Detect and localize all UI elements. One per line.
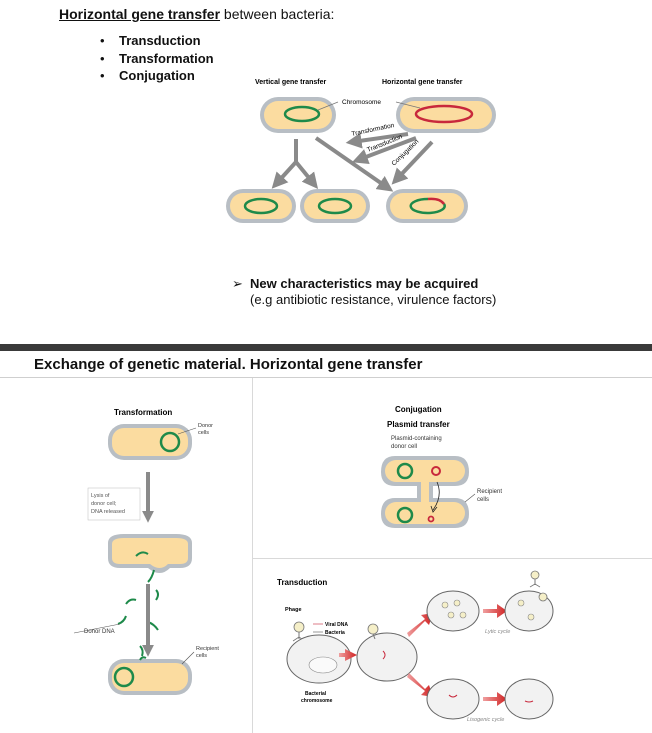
recipient-cells-label-1: Recipient (196, 646, 219, 652)
chromosome-green (396, 462, 414, 480)
note-main: New characteristics may be acquired (250, 276, 479, 291)
lysogenic-label: Lisogenic cycle (467, 717, 504, 723)
conjugation-panel: Conjugation Plasmid transfer Plasmid-con… (381, 405, 502, 528)
transformation-panel: Transformation Donor cells Lysis of dono… (73, 408, 219, 695)
chromosome-green (283, 105, 321, 123)
vertical-arrows (271, 136, 394, 192)
recipient-cell (386, 189, 468, 223)
label-horizontal: Horizontal gene transfer (382, 79, 463, 86)
label-vertical: Vertical gene transfer (255, 79, 326, 86)
donor-cell (108, 424, 192, 460)
chromosome-green (396, 506, 414, 524)
plasmid-red (427, 515, 435, 523)
list-item: Transformation (100, 50, 214, 68)
label-chromosome: Chromosome (342, 99, 381, 106)
infected-cell (356, 623, 418, 682)
note: ➢ New characteristics may be acquired (e.… (232, 276, 496, 307)
lysogenic-cell-1 (426, 678, 480, 720)
lysis-line-3: DNA released (91, 509, 125, 515)
section-rule (0, 377, 652, 378)
recipient-cells-label-2: cells (196, 653, 207, 659)
lysis-line-1: Lysis of (91, 493, 110, 499)
red-arrow (407, 673, 433, 697)
lysis-line-2: donor cell; (91, 501, 117, 507)
panel-divider (252, 378, 253, 733)
daughter-cell (300, 189, 370, 223)
plasmid-red (431, 466, 441, 476)
donor-dna-fragments (117, 589, 159, 657)
lytic-label: Lytic cycle (485, 629, 510, 635)
conjugating-cells (381, 456, 469, 528)
top-title: Horizontal gene transfer between bacteri… (59, 6, 334, 22)
divider-bar (0, 344, 652, 351)
conjugation-title: Conjugation (395, 405, 442, 414)
donor-cells-label-1: Donor (198, 423, 213, 429)
donor-cells-label-2: cells (198, 430, 209, 436)
lysogenic-cell-2 (504, 678, 554, 720)
bacteria-label: Bacteria (325, 630, 345, 636)
section-title: Exchange of genetic material. Horizontal… (34, 356, 423, 373)
conjugation-subtitle: Plasmid transfer (387, 420, 450, 429)
lysed-cell (108, 534, 192, 583)
transformation-title: Transformation (114, 408, 172, 417)
note-sub: (e.g antibiotic resistance, virulence fa… (250, 292, 497, 307)
list-item: Transduction (100, 32, 214, 50)
bacterial-chromosome-label-1: Bacterial (305, 691, 327, 697)
chromosome-red (414, 104, 474, 124)
red-arrow (339, 649, 357, 661)
list-item: Conjugation (100, 67, 214, 85)
plasmid-label-1: Plasmid-containing (391, 436, 442, 442)
recipient-label-1: Recipient (477, 489, 502, 495)
bacterial-chromosome-label-2: chromosome (301, 698, 333, 704)
parent-cell (260, 97, 336, 133)
panel-divider (253, 558, 652, 559)
host-cell (286, 634, 352, 684)
daughter-cell (226, 189, 296, 223)
arrow-bullet-icon: ➢ (232, 276, 243, 291)
recipient-label-2: cells (477, 497, 489, 503)
viral-dna-label: Viral DNA (325, 622, 348, 628)
mechanism-list: Transduction Transformation Conjugation (100, 32, 214, 85)
donor-dna-label: Donor DNA (84, 629, 115, 635)
lytic-cell-2 (504, 590, 554, 632)
phage-label: Phage (285, 607, 302, 613)
horizontal-arrows (345, 132, 434, 185)
donor-cell (396, 97, 496, 133)
transduction-panel: Transduction Phage Viral DNA Bacteria Ba… (277, 570, 554, 723)
red-arrow (483, 604, 507, 618)
transduction-title: Transduction (277, 578, 327, 587)
plasmid-label-2: donor cell (391, 444, 417, 450)
phage-icon (529, 570, 541, 588)
red-arrow (407, 613, 433, 637)
lytic-cell-1 (426, 590, 480, 632)
red-arrow (483, 692, 507, 706)
lysis-box (87, 487, 141, 521)
top-title-bold: Horizontal gene transfer (59, 6, 221, 22)
recipient-cell (108, 656, 192, 695)
top-title-rest: between bacteria: (220, 6, 335, 22)
gene-transfer-diagram: Vertical gene transfer Horizontal gene t… (226, 79, 496, 223)
